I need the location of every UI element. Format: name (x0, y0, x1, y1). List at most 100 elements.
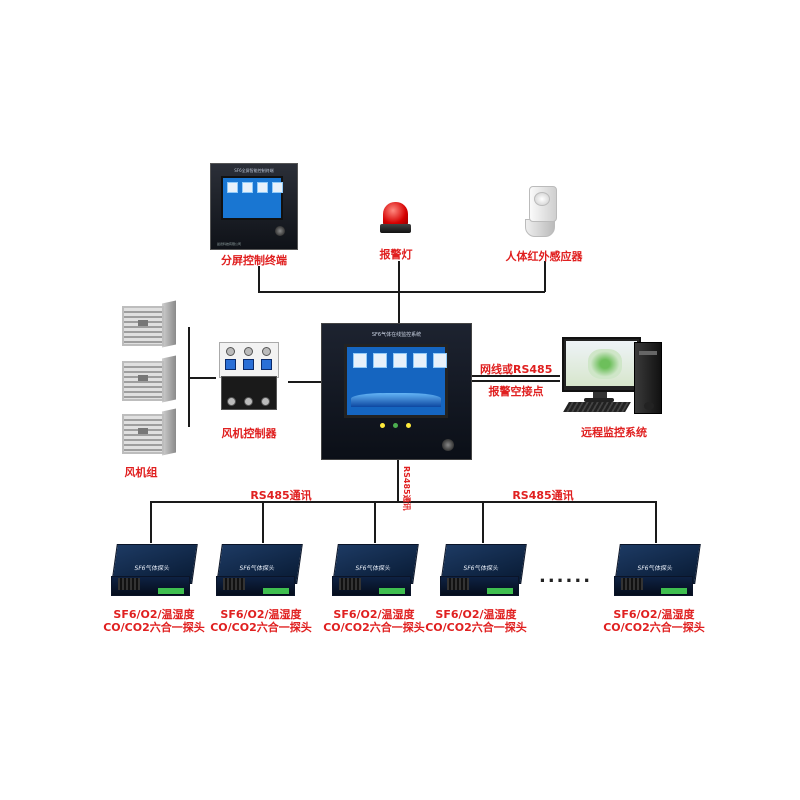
fan-grip (138, 375, 148, 381)
rs485-bus-line (150, 501, 657, 503)
main-panel-title: SF6气体在线监控系统 (371, 332, 422, 338)
detector-label-line2: CO/CO2六合一探头 (425, 621, 527, 634)
detector-vent (223, 578, 245, 590)
lamp-drop-line (398, 261, 400, 323)
detector-drop-2 (262, 501, 264, 543)
pir-drop-line (544, 261, 546, 292)
pir-sensor-label: 人体红外感应器 (505, 250, 583, 263)
screen-tile (373, 353, 387, 368)
detector-terminal (487, 588, 503, 594)
detector-terminal (661, 588, 677, 594)
contactor-icon (219, 342, 279, 410)
rs485-bus-label-right: RS485通讯 (512, 489, 574, 502)
detector-vent (339, 578, 361, 590)
detector-label-line1: SF6/O2/温湿度 (220, 608, 302, 621)
main-monitoring-controller: SF6气体在线监控系统 (321, 323, 472, 460)
screen-tile (272, 182, 283, 193)
fan-to-contactor-line (188, 377, 216, 379)
fan-louvers (122, 414, 164, 454)
fan-louvers (122, 306, 164, 346)
alarm-lamp-icon (383, 202, 408, 226)
alarm-lamp-label: 报警灯 (379, 248, 413, 261)
rs485-vertical-line (397, 459, 399, 502)
split-terminal-label: 分屏控制终端 (221, 254, 287, 267)
screen-tile (393, 353, 407, 368)
main-screen-tiles (353, 353, 447, 368)
detector-device-text: SF6气体探头 (462, 565, 499, 572)
detector-label-line2: CO/CO2六合一探头 (210, 621, 312, 634)
screen-wave-graphic (351, 393, 441, 407)
main-panel-screen (344, 344, 448, 418)
top-bus-line (258, 291, 545, 293)
ellipsis: ...... (539, 566, 593, 587)
monitor-foot (584, 398, 614, 402)
main-panel-knob (442, 439, 454, 451)
tower-drive-slot (639, 351, 657, 355)
monitor-stand (593, 392, 607, 399)
detector-vent (447, 578, 469, 590)
screen-tile (242, 182, 253, 193)
motion-sensor-lens (534, 192, 550, 206)
detector-drop-4 (482, 501, 484, 543)
mouse-icon (644, 402, 654, 410)
contactor-screw (244, 347, 253, 356)
detector-terminal (677, 588, 687, 594)
detector-device-text: SF6气体探头 (636, 565, 673, 572)
contactor-top (219, 342, 279, 378)
detector-terminal (395, 588, 405, 594)
terminal-drop-line (258, 266, 260, 292)
detector-label-line1: SF6/O2/温湿度 (613, 608, 695, 621)
fan-group-label: 风机组 (124, 466, 158, 479)
fan-grip (138, 428, 148, 434)
terminal-screen (221, 176, 283, 220)
exhaust-fan-icon (122, 408, 176, 456)
screen-tile (257, 182, 268, 193)
detector-label-line2: CO/CO2六合一探头 (323, 621, 425, 634)
contactor-terminal (225, 359, 236, 370)
alarm-lamp-base (380, 224, 411, 233)
terminal-title: SF6全屏智能控制终端 (234, 168, 274, 173)
contactor-screw (261, 397, 270, 406)
split-screen-terminal: SF6全屏智能控制终端 晨德科技有限公司 (210, 163, 298, 250)
fan-grip (138, 320, 148, 326)
contactor-to-main-line (288, 381, 321, 383)
detector-label-line2: CO/CO2六合一探头 (103, 621, 205, 634)
detector-drop-5 (655, 501, 657, 543)
monitor-screen (566, 341, 637, 386)
gas-detector-probe: SF6气体探头 (440, 544, 527, 596)
exhaust-fan-icon (122, 355, 176, 403)
detector-label-line1: SF6/O2/温湿度 (113, 608, 195, 621)
contactor-screw (244, 397, 253, 406)
detector-terminal (279, 588, 289, 594)
fan-controller-label: 风机控制器 (221, 427, 277, 440)
gas-detector-probe: SF6气体探头 (614, 544, 701, 596)
detector-drop-3 (374, 501, 376, 543)
fan-side (162, 408, 176, 456)
remote-system-label: 远程监控系统 (581, 426, 647, 439)
terminal-brand: 晨德科技有限公司 (217, 242, 242, 246)
exhaust-fan-icon (122, 300, 176, 348)
network-line-upper (472, 375, 560, 377)
detector-device-text: SF6气体探头 (238, 565, 275, 572)
fan-side (162, 355, 176, 403)
fan-louvers (122, 361, 164, 401)
screen-tile (353, 353, 367, 368)
rs485-bus-label-left: RS485通讯 (250, 489, 312, 502)
screen-tile (433, 353, 447, 368)
status-led (380, 423, 385, 428)
status-led (406, 423, 411, 428)
detector-label-line1: SF6/O2/温湿度 (333, 608, 415, 621)
detector-terminal (263, 588, 279, 594)
contactor-terminal (261, 359, 272, 370)
rs485-vertical-label: RS485通讯 (402, 466, 411, 511)
gas-detector-probe: SF6气体探头 (332, 544, 419, 596)
terminal-knob (275, 226, 285, 236)
detector-terminal (158, 588, 174, 594)
detector-label-line2: CO/CO2六合一探头 (603, 621, 705, 634)
monitor-map-graphic (588, 349, 622, 379)
status-led (393, 423, 398, 428)
rs485-vertical-label-wrap: RS485通讯 (398, 466, 418, 511)
gas-detector-probe: SF6气体探头 (111, 544, 198, 596)
detector-terminal (503, 588, 513, 594)
contactor-screw (262, 347, 271, 356)
